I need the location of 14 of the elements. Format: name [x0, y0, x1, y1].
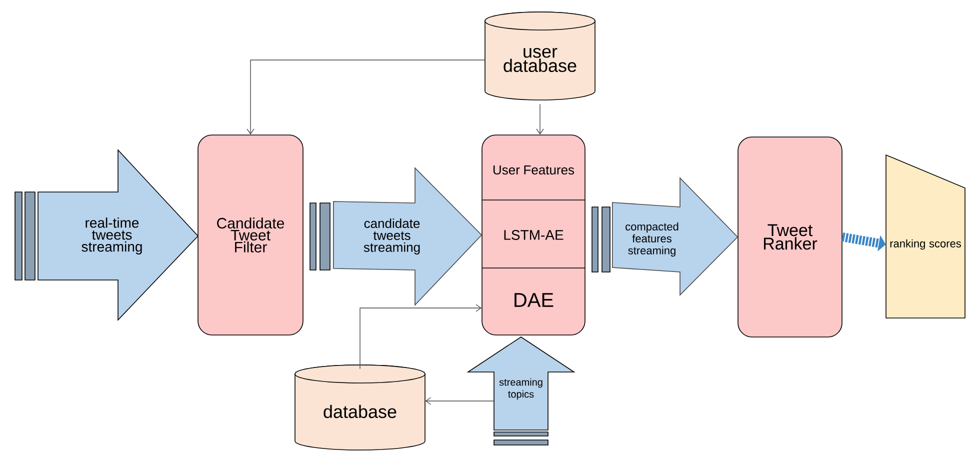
- edge-label: candidate tweets streaming: [358, 217, 426, 256]
- database-cylinder: user database: [484, 12, 596, 100]
- arrow: [360, 304, 482, 370]
- arrow: [536, 104, 544, 135]
- section-label: LSTM-AE: [504, 230, 564, 240]
- model-stack: [482, 134, 586, 336]
- section-label: User Features: [493, 165, 574, 175]
- arrow: [425, 397, 494, 405]
- edge-label: compacted features streaming: [624, 221, 680, 258]
- process-box: Tweet Ranker: [738, 136, 842, 338]
- process-box: Candidate Tweet Filter: [198, 134, 304, 336]
- section-label: DAE: [514, 293, 554, 307]
- database-cylinder: database: [294, 364, 426, 450]
- arrow: [246, 60, 486, 135]
